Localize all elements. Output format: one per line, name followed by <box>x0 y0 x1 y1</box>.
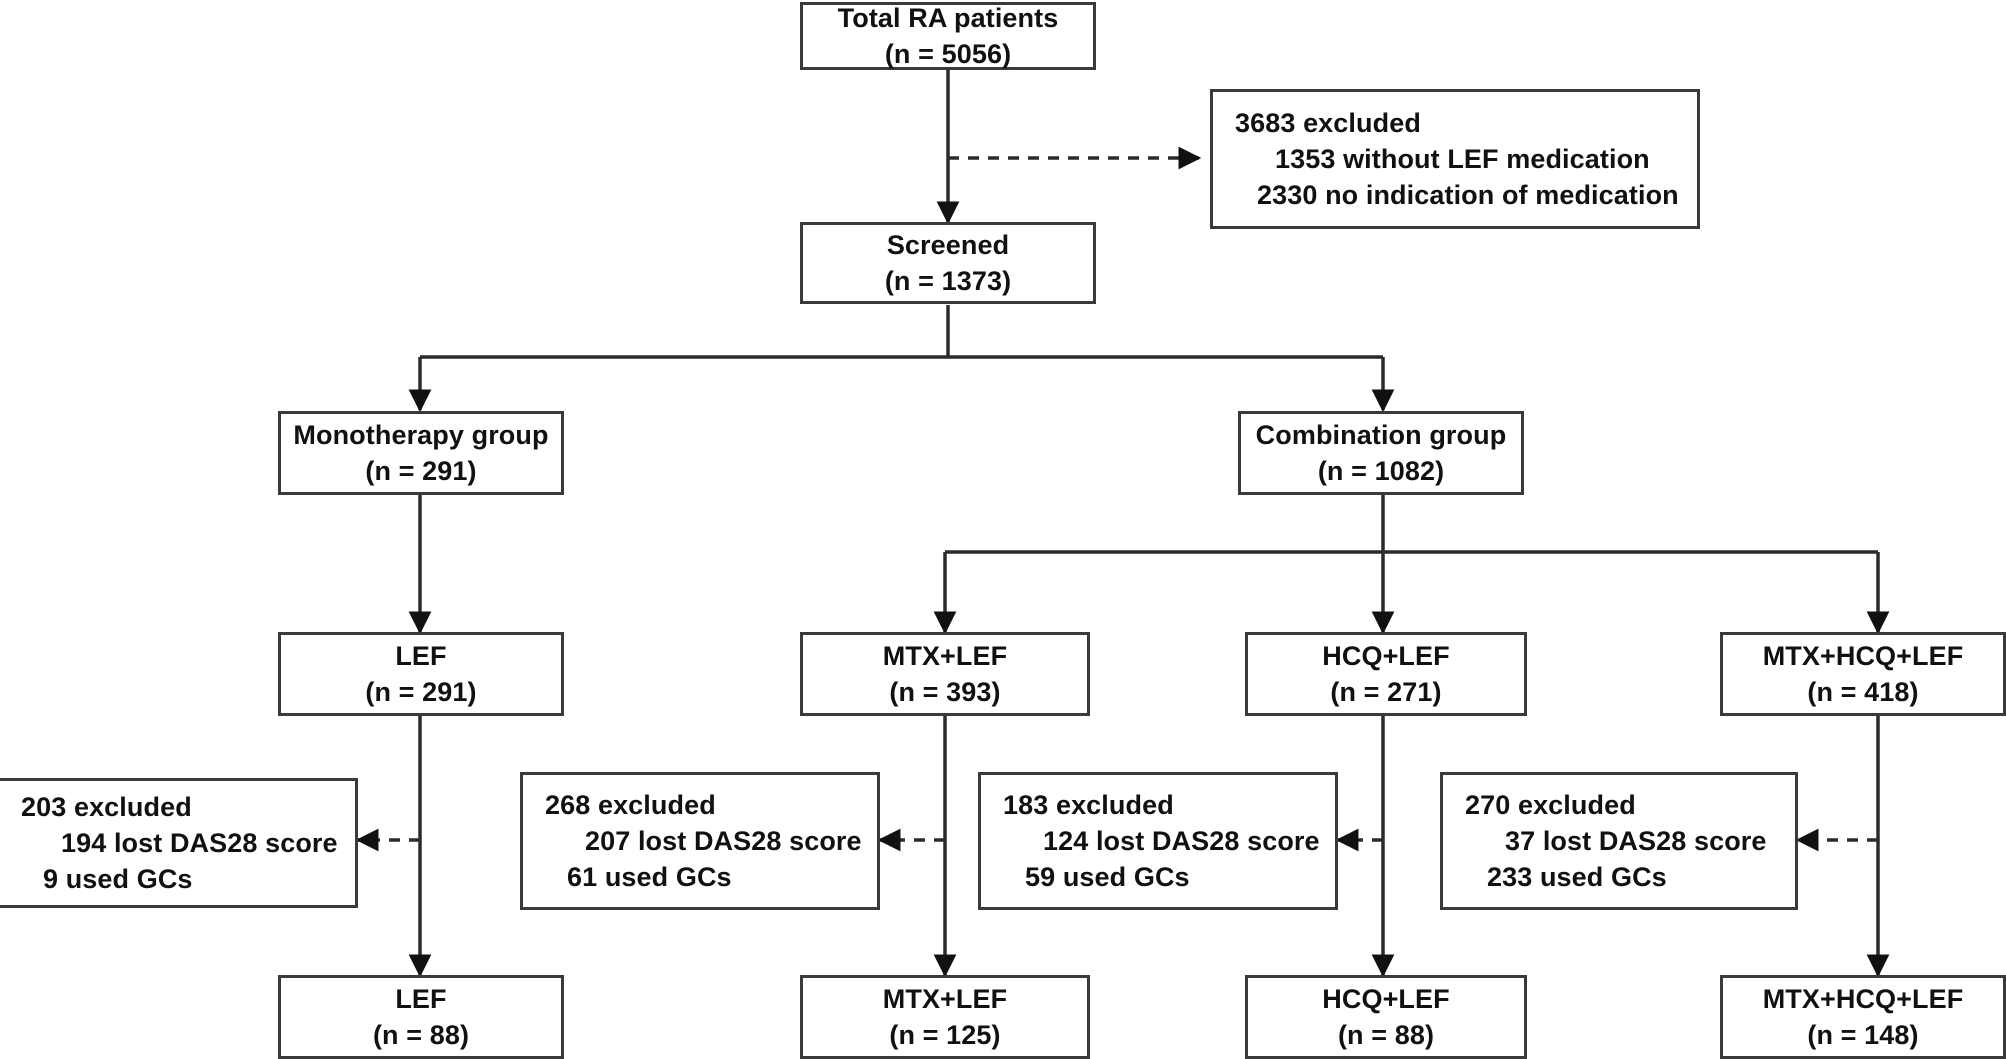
node-monotherapy-line2: (n = 291) <box>365 456 477 486</box>
node-final-mtx-hcq-lef-line1: MTX+HCQ+LEF <box>1762 983 1964 1014</box>
node-hcq-lef[interactable]: HCQ+LEF (n = 271) <box>1245 632 1527 716</box>
node-final-mtx-lef[interactable]: MTX+LEF (n = 125) <box>800 975 1090 1059</box>
node-excluded-hcq-lef-line1: 183 excluded <box>1003 789 1174 820</box>
node-monotherapy-group[interactable]: Monotherapy group (n = 291) <box>278 411 564 495</box>
node-final-mtx-lef-line2: (n = 125) <box>889 1020 1001 1050</box>
node-mtx-lef[interactable]: MTX+LEF (n = 393) <box>800 632 1090 716</box>
node-monotherapy-line1: Monotherapy group <box>293 419 549 450</box>
node-mtx-lef-line2: (n = 393) <box>889 677 1001 707</box>
node-excluded-mtx-lef[interactable]: 268 excluded 207 lost DAS28 score 61 use… <box>520 772 880 910</box>
node-combination-line1: Combination group <box>1255 419 1507 450</box>
node-final-hcq-lef-line1: HCQ+LEF <box>1322 983 1450 1014</box>
node-total-line1: Total RA patients <box>837 2 1059 33</box>
node-excluded-screening-line3: 2330 no indication of medication <box>1257 180 1679 211</box>
node-excluded-screening-line1: 3683 excluded <box>1235 107 1421 138</box>
node-excluded-mtx-lef-line3: 61 used GCs <box>567 862 732 893</box>
node-excluded-hcq-lef-line3: 59 used GCs <box>1025 862 1190 893</box>
node-mtx-lef-line1: MTX+LEF <box>882 640 1008 671</box>
node-screened-line2: (n = 1373) <box>884 266 1012 296</box>
node-combination-group[interactable]: Combination group (n = 1082) <box>1238 411 1524 495</box>
node-hcq-lef-line1: HCQ+LEF <box>1322 640 1450 671</box>
node-mtx-hcq-lef-line1: MTX+HCQ+LEF <box>1762 640 1964 671</box>
node-final-lef-line1: LEF <box>395 983 447 1014</box>
node-final-hcq-lef-line2: (n = 88) <box>1337 1020 1435 1050</box>
node-final-mtx-hcq-lef-line2: (n = 148) <box>1807 1020 1919 1050</box>
node-combination-line2: (n = 1082) <box>1317 456 1445 486</box>
node-excluded-mtx-hcq-lef[interactable]: 270 excluded 37 lost DAS28 score 233 use… <box>1440 772 1798 910</box>
node-hcq-lef-line2: (n = 271) <box>1330 677 1442 707</box>
node-total-ra-patients[interactable]: Total RA patients (n = 5056) <box>800 2 1096 70</box>
node-excluded-mtx-hcq-lef-line1: 270 excluded <box>1465 789 1636 820</box>
node-excluded-lef[interactable]: 203 excluded 194 lost DAS28 score 9 used… <box>0 778 358 908</box>
node-lef-line2: (n = 291) <box>365 677 477 707</box>
node-lef-line1: LEF <box>395 640 447 671</box>
node-excluded-mtx-lef-line2: 207 lost DAS28 score <box>585 825 862 856</box>
node-total-line2: (n = 5056) <box>884 39 1012 69</box>
node-excluded-mtx-lef-line1: 268 excluded <box>545 789 716 820</box>
node-final-lef-line2: (n = 88) <box>372 1020 470 1050</box>
node-lef[interactable]: LEF (n = 291) <box>278 632 564 716</box>
node-excluded-screening[interactable]: 3683 excluded 1353 without LEF medicatio… <box>1210 89 1700 229</box>
node-final-mtx-hcq-lef[interactable]: MTX+HCQ+LEF (n = 148) <box>1720 975 2006 1059</box>
node-excluded-lef-line3: 9 used GCs <box>43 864 193 895</box>
node-mtx-hcq-lef[interactable]: MTX+HCQ+LEF (n = 418) <box>1720 632 2006 716</box>
node-excluded-lef-line2: 194 lost DAS28 score <box>61 827 338 858</box>
node-final-mtx-lef-line1: MTX+LEF <box>882 983 1008 1014</box>
node-screened-line1: Screened <box>886 229 1010 260</box>
node-screened[interactable]: Screened (n = 1373) <box>800 222 1096 304</box>
node-final-lef[interactable]: LEF (n = 88) <box>278 975 564 1059</box>
node-excluded-screening-line2: 1353 without LEF medication <box>1275 143 1650 174</box>
node-excluded-hcq-lef-line2: 124 lost DAS28 score <box>1043 825 1320 856</box>
node-final-hcq-lef[interactable]: HCQ+LEF (n = 88) <box>1245 975 1527 1059</box>
node-excluded-mtx-hcq-lef-line2: 37 lost DAS28 score <box>1505 825 1767 856</box>
node-excluded-hcq-lef[interactable]: 183 excluded 124 lost DAS28 score 59 use… <box>978 772 1338 910</box>
node-mtx-hcq-lef-line2: (n = 418) <box>1807 677 1919 707</box>
node-excluded-lef-line1: 203 excluded <box>21 791 192 822</box>
node-excluded-mtx-hcq-lef-line3: 233 used GCs <box>1487 862 1667 893</box>
